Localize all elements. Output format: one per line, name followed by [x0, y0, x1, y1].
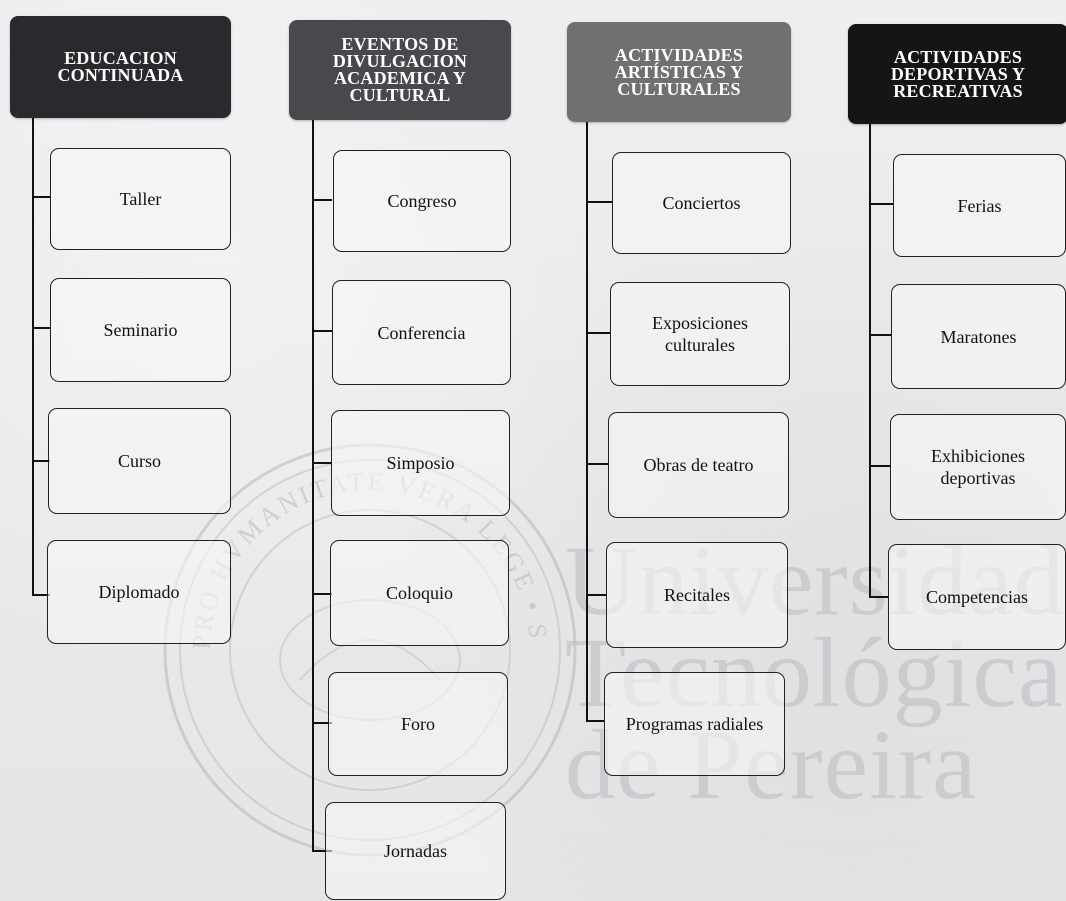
item-box: Maratones	[891, 284, 1066, 389]
connector-branch	[586, 720, 604, 722]
connector-branch	[32, 460, 50, 462]
item-box: Ferias	[893, 154, 1066, 257]
item-box: Exhibiciones deportivas	[890, 414, 1066, 520]
connector-branch	[32, 327, 50, 329]
connector-branch	[312, 722, 332, 724]
header-actividades-deportivas: ACTIVIDADES DEPORTIVAS Y RECREATIVAS	[848, 24, 1066, 124]
connector-branch	[312, 462, 332, 464]
connector-branch	[869, 596, 889, 598]
connector-branch	[586, 463, 608, 465]
connector-branch	[312, 850, 332, 852]
item-box: Curso	[48, 408, 231, 514]
item-box: Simposio	[331, 410, 510, 516]
header-actividades-artisticas: ACTIVIDADES ARTÍSTICAS Y CULTURALES	[567, 22, 791, 122]
connector-branch	[312, 593, 332, 595]
item-box: Coloquio	[330, 540, 509, 646]
connector-trunk	[312, 120, 314, 852]
connector-branch	[312, 330, 332, 332]
item-box: Diplomado	[47, 540, 231, 644]
connector-trunk	[869, 124, 871, 598]
item-box: Taller	[50, 148, 231, 250]
item-box: Exposiciones culturales	[610, 282, 790, 386]
item-box: Jornadas	[325, 802, 506, 900]
item-box: Seminario	[50, 278, 231, 382]
connector-branch	[586, 201, 612, 203]
item-box: Conciertos	[612, 152, 791, 254]
connector-trunk	[586, 122, 588, 722]
connector-branch	[312, 199, 332, 201]
item-box: Programas radiales	[604, 672, 785, 776]
connector-branch	[32, 196, 50, 198]
item-box: Recitales	[606, 542, 788, 648]
connector-branch	[586, 594, 606, 596]
item-box: Obras de teatro	[608, 412, 789, 518]
connector-branch	[586, 332, 610, 334]
connector-trunk	[32, 118, 34, 596]
item-box: Competencias	[888, 544, 1066, 650]
item-box: Conferencia	[332, 280, 511, 385]
connector-branch	[869, 465, 891, 467]
item-box: Congreso	[333, 150, 511, 252]
connector-branch	[869, 334, 891, 336]
header-eventos-divulgacion: EVENTOS DE DIVULGACION ACADEMICA Y CULTU…	[289, 20, 511, 120]
connector-branch	[869, 203, 893, 205]
header-educacion-continuada: EDUCACION CONTINUADA	[10, 16, 231, 118]
item-box: Foro	[328, 672, 508, 776]
connector-branch	[32, 594, 50, 596]
